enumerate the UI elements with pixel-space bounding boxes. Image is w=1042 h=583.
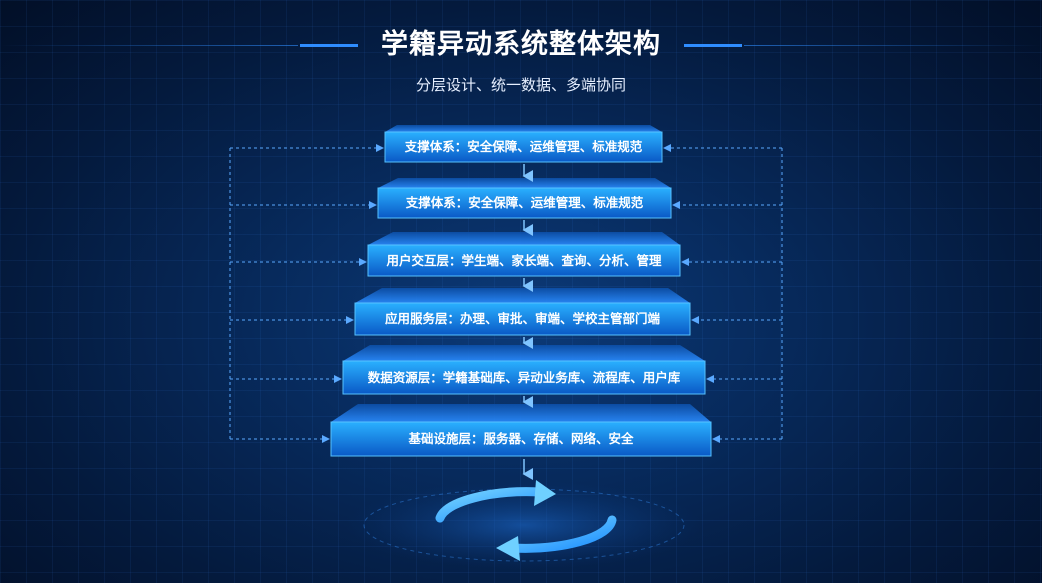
layer-5-shape (342, 345, 706, 395)
layer-1-label: 支撑体系：安全保障、运维管理、标准规范 (404, 139, 643, 154)
title-decoration-left (300, 44, 358, 47)
base-platform (346, 481, 702, 569)
layer-4-label: 应用服务层：办理、审批、审端、学校主管部门端 (384, 311, 660, 326)
layer-4-shape (354, 288, 691, 336)
layer-5-label: 数据资源层：学籍基础库、异动业务库、流程库、用户库 (367, 370, 681, 385)
layer-1-shape (384, 125, 663, 163)
layer-2-shape (377, 178, 672, 219)
page-subtitle: 分层设计、统一数据、多端协同 (415, 76, 626, 94)
title-decoration-left-line (0, 45, 298, 46)
layer-6-label: 基础设施层：服务器、存储、网络、安全 (408, 431, 634, 446)
title-decoration-right-line (744, 45, 1042, 46)
layer-3-shape (367, 232, 681, 277)
layer-3-label: 用户交互层：学生端、家长端、查询、分析、管理 (386, 253, 662, 268)
page-title: 学籍异动系统整体架构 (381, 29, 661, 60)
left-connector (229, 144, 384, 443)
layer-6-shape (330, 404, 712, 457)
base-platform-ring (363, 488, 685, 562)
right-connector (663, 144, 783, 443)
refresh-cycle-icon (435, 480, 617, 561)
title-decoration-right (684, 44, 742, 47)
layer-2-label: 支撑体系：安全保障、运维管理、标准规范 (405, 195, 644, 210)
